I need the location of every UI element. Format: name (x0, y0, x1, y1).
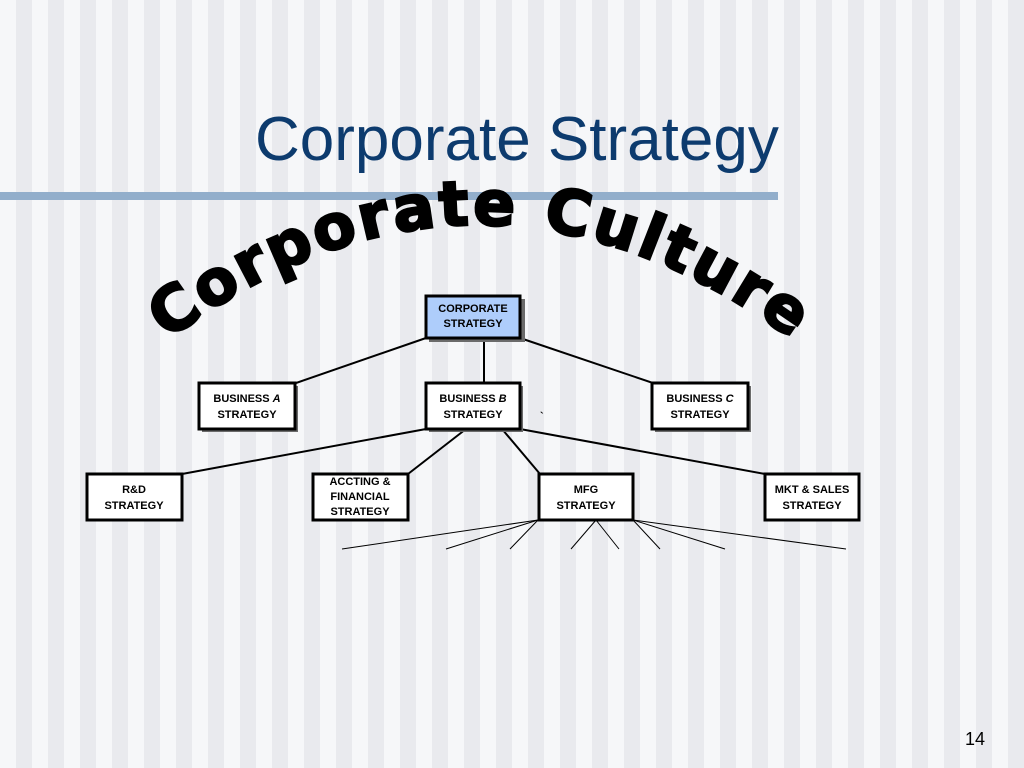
business-c-line1: BUSINESS C (666, 393, 734, 405)
accting-financial-strategy-box: ACCTING & FINANCIAL STRATEGY (311, 472, 410, 522)
business-a-line2: STRATEGY (217, 409, 277, 421)
connector-business-b-mfg (501, 428, 541, 475)
business-c-strategy-box: BUSINESS C STRATEGY (650, 381, 751, 432)
page-number: 14 (965, 729, 986, 749)
connector-business-b-accting (407, 428, 467, 475)
mkt-sales-line1: MKT & SALES (775, 484, 850, 496)
mkt-sales-strategy-box: MKT & SALES STRATEGY (763, 472, 861, 522)
slide-title: Corporate Strategy (255, 105, 779, 174)
business-b-strategy-box: BUSINESS B STRATEGY (424, 381, 523, 432)
corporate-strategy-line1: CORPORATE (438, 303, 507, 315)
business-b-line2: STRATEGY (443, 409, 503, 421)
mfg-strategy-box: MFG STRATEGY (537, 472, 635, 522)
connector-corporate-business-a (295, 337, 427, 384)
corporate-strategy-box: CORPORATE STRATEGY (424, 294, 525, 342)
connector-business-b-mkt (519, 428, 766, 475)
business-a-strategy-box: BUSINESS A STRATEGY (197, 381, 298, 432)
rd-line1: R&D (122, 484, 146, 496)
mkt-sales-line2: STRATEGY (782, 500, 842, 512)
mfg-line2: STRATEGY (556, 500, 616, 512)
mfg-fan-lines (341, 519, 847, 550)
connector-business-b-rd (181, 428, 427, 475)
accting-line1: ACCTING & (329, 476, 390, 488)
rd-strategy-box: R&D STRATEGY (85, 472, 184, 522)
accting-line2: FINANCIAL (330, 491, 390, 503)
accting-line3: STRATEGY (330, 506, 390, 518)
connector-corporate-business-c (519, 337, 654, 384)
business-b-line1: BUSINESS B (439, 393, 506, 405)
stray-mark: ` (540, 411, 544, 423)
mfg-line1: MFG (574, 484, 598, 496)
corporate-strategy-line2: STRATEGY (443, 318, 503, 330)
rd-line2: STRATEGY (104, 500, 164, 512)
business-a-line1: BUSINESS A (213, 393, 280, 405)
title-divider (0, 192, 778, 200)
business-c-line2: STRATEGY (670, 409, 730, 421)
